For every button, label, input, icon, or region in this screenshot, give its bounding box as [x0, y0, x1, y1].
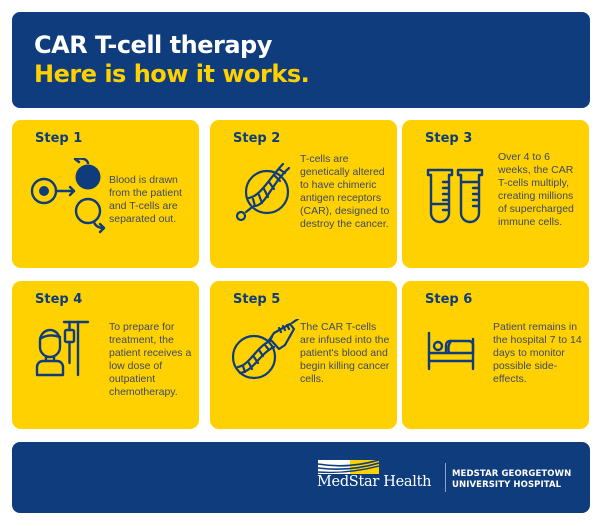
brand-name: MedStar Health: [317, 474, 432, 490]
step-title: Step 6: [425, 292, 473, 307]
patient-iv-drip-icon: [34, 319, 94, 379]
step-card-3: Step 3 Over 4 to 6 weeks, the CAR T-cell…: [402, 120, 589, 268]
step-card-1: Step 1 Blood is drawn from the patient a…: [12, 120, 199, 268]
step-card-6: Step 6 Patient remains in the hospital 7…: [402, 281, 589, 429]
step-title: Step 1: [35, 131, 83, 146]
hospital-bed-icon: [426, 331, 476, 371]
page-title: CAR T-cell therapy: [34, 31, 272, 59]
hospital-name: MEDSTAR GEORGETOWN UNIVERSITY HOSPITAL: [452, 469, 571, 491]
step-title: Step 4: [35, 292, 83, 307]
step-card-5: Step 5 The CAR T-cells are infused into …: [210, 281, 397, 429]
step-title: Step 3: [425, 131, 473, 146]
blood-cells-separation-icon: [30, 158, 110, 238]
step-description: Blood is drawn from the patient and T-ce…: [109, 174, 182, 225]
step-description: Over 4 to 6 weeks, the CAR T-cells multi…: [498, 151, 574, 228]
step-title: Step 5: [233, 292, 281, 307]
hospital-name-line2: UNIVERSITY HOSPITAL: [452, 480, 562, 490]
step-card-4: Step 4 To prepare for treatment, the pat…: [12, 281, 199, 429]
step-description: The CAR T-cells are infused into the pat…: [300, 321, 390, 385]
header-banner: CAR T-cell therapy Here is how it works.: [12, 12, 590, 108]
footer-banner: MedStar Health MEDSTAR GEORGETOWN UNIVER…: [12, 442, 590, 513]
page-subtitle: Here is how it works.: [34, 60, 310, 88]
test-tubes-icon: [426, 166, 486, 226]
step-description: To prepare for treatment, the patient re…: [109, 321, 192, 398]
hospital-name-line1: MEDSTAR GEORGETOWN: [452, 469, 572, 479]
medstar-logo-mark-icon: [317, 459, 380, 478]
step-description: T-cells are genetically altered to have …: [300, 153, 390, 230]
step-description: Patient remains in the hospital 7 to 14 …: [493, 321, 582, 385]
dna-modification-icon: [231, 162, 301, 224]
logo-divider: [445, 463, 446, 492]
dna-syringe-icon: [230, 319, 302, 383]
step-card-2: Step 2 T-cells are genetically altered t…: [210, 120, 397, 268]
step-title: Step 2: [233, 131, 281, 146]
